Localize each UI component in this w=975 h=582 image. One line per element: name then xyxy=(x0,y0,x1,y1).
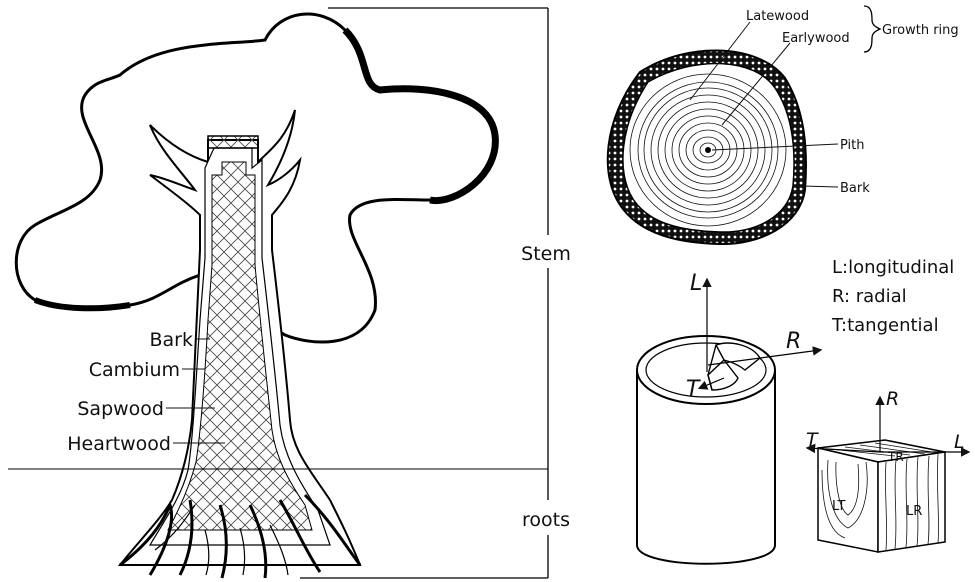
sapwood-label: Sapwood xyxy=(77,398,164,420)
cylinder-r-label: R xyxy=(786,329,801,354)
cambium-label: Cambium xyxy=(89,359,180,381)
stem-label: Stem xyxy=(521,243,571,265)
bark-cs-label: Bark xyxy=(840,181,870,196)
cylinder-t-label: T xyxy=(686,377,701,402)
cylinder-l-label: L xyxy=(690,271,702,296)
latewood-label: Latewood xyxy=(746,9,809,24)
cube-l-label: L xyxy=(954,431,965,453)
cube-t-label: T xyxy=(806,429,819,451)
heartwood-label: Heartwood xyxy=(67,433,171,455)
cube-lr-label: LR xyxy=(906,504,922,519)
cube-tr-label: TR xyxy=(887,450,904,464)
pith-label: Pith xyxy=(840,138,865,153)
cube-r-label: R xyxy=(886,388,899,410)
tree-illustration xyxy=(16,14,495,578)
wood-cube xyxy=(808,398,968,552)
legend-longitudinal: L:longitudinal xyxy=(832,257,954,278)
cube-lt-label: LT xyxy=(832,499,845,514)
legend-tangential: T:tangential xyxy=(831,315,939,336)
growth-ring-brace xyxy=(864,6,880,52)
bark-label: Bark xyxy=(150,329,194,351)
earlywood-label: Earlywood xyxy=(782,31,850,46)
growth-ring-label: Growth ring xyxy=(882,23,959,38)
roots-label: roots xyxy=(522,509,570,531)
bark-cs-leader xyxy=(802,186,838,187)
log-cylinder xyxy=(637,280,820,564)
legend-radial: R: radial xyxy=(832,286,907,307)
pith-dot xyxy=(705,147,711,153)
